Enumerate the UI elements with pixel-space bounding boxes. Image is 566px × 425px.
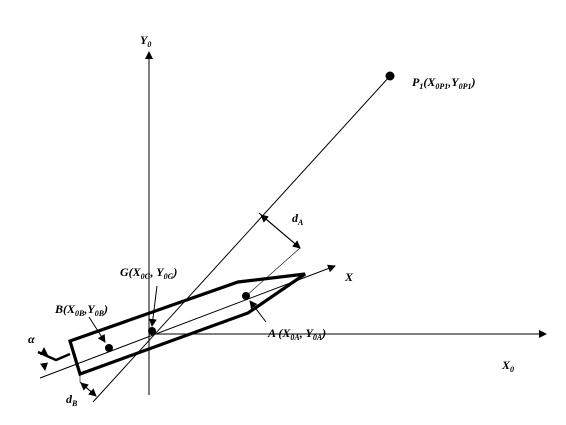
alpha-arrow-down [40,362,48,371]
da-dimension-arrow-back [260,214,301,249]
label-p1: P1(X0P1,Y0P1) [412,75,475,91]
a-pointer [249,300,267,323]
b-pointer [88,316,106,343]
rudder [37,350,71,362]
da-extension-line [245,247,301,297]
point-b [105,344,113,352]
label-db: dB [66,392,78,408]
ship-x-axis [39,264,336,379]
db-dimension-arrow-back [80,382,97,397]
label-y0: Y0 [140,33,151,49]
label-alpha: α [28,332,35,346]
label-da: dA [292,211,304,227]
target-point-p1 [385,71,395,81]
label-b: B(X0B,Y0B) [54,302,108,318]
label-g: G(X0G, Y0G) [120,265,177,281]
line-to-target [92,75,391,403]
label-x: X [344,270,354,284]
point-g [148,327,156,335]
ship-hull [68,272,306,377]
g-pointer [148,285,158,327]
label-x0: X0 [501,358,514,374]
label-a: A (X0A, Y0A) [267,326,326,342]
